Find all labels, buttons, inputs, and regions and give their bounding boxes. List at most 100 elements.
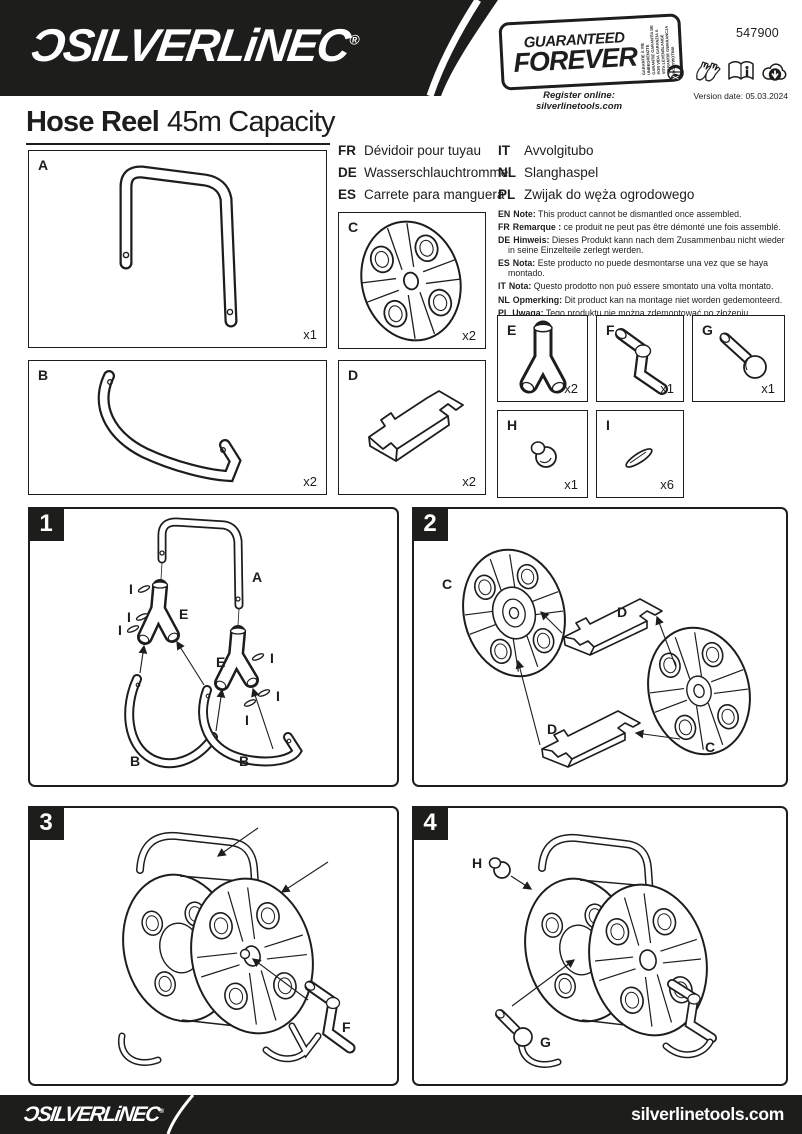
part-qty: x2 bbox=[303, 474, 317, 489]
part-letter: H bbox=[507, 417, 518, 433]
language-column-right: IT Avvolgitubo NL Slanghaspel PL Zwijak do … bbox=[498, 143, 694, 209]
manual-icon bbox=[728, 61, 754, 80]
part-letter: G bbox=[702, 322, 713, 338]
register-online-text: Register online: silverlinetools.com bbox=[535, 90, 623, 112]
part-letter: A bbox=[38, 157, 49, 173]
part-qty: x2 bbox=[462, 328, 476, 343]
lang-text: Dévidoir pour tuyau bbox=[364, 143, 482, 158]
step-number-badge: 4 bbox=[412, 806, 448, 840]
diagram-label-i: I bbox=[270, 650, 274, 666]
version-date: Version date: 05.03.2024 bbox=[693, 91, 788, 101]
footer-black-bar bbox=[0, 1095, 802, 1134]
product-name: Hose Reel bbox=[26, 106, 160, 138]
lang-tag: IT bbox=[498, 143, 510, 158]
step-1-panel: 1 bbox=[28, 507, 399, 787]
step-3-diagram bbox=[117, 827, 356, 1066]
part-letter: F bbox=[606, 322, 615, 338]
diagram-label-a: A bbox=[252, 569, 263, 585]
language-row-it: IT Avvolgitubo bbox=[498, 143, 694, 159]
footer: ƆSILVERLiNEC® silverlinetools.com bbox=[0, 1095, 802, 1134]
ppe-mask-icon bbox=[667, 64, 684, 82]
lang-tag: PL bbox=[498, 187, 516, 202]
registered-mark: ® bbox=[158, 1108, 165, 1115]
footer-brand-logo: ƆSILVERLiNEC® bbox=[22, 1103, 165, 1127]
part-letter: E bbox=[507, 322, 517, 338]
diagram-label-d: D bbox=[617, 604, 628, 620]
badge-line2: FOREVER bbox=[512, 41, 638, 78]
part-qty: x1 bbox=[761, 381, 775, 396]
lang-tag: NL bbox=[498, 165, 516, 180]
language-row-nl: NL Slanghaspel bbox=[498, 165, 694, 181]
step-3-panel: 3 bbox=[28, 806, 399, 1086]
header-black-banner bbox=[0, 0, 498, 96]
language-row-pl: PL Zwijak do węża ogrodowego bbox=[498, 187, 694, 203]
guarantee-block: GUARANTEED FOREVER GARANTIE À VIE UNBEGR… bbox=[498, 13, 684, 112]
product-code: 547900 bbox=[736, 26, 779, 40]
part-letter: B bbox=[38, 367, 49, 383]
footer-website: silverlinetools.com bbox=[631, 1104, 784, 1124]
diagram-label-h: H bbox=[472, 855, 483, 871]
step-number-badge: 3 bbox=[28, 806, 64, 840]
part-box-c: C x2 bbox=[338, 212, 486, 349]
lang-text: Avvolgitubo bbox=[524, 143, 594, 158]
diagram-label-f: F bbox=[342, 1019, 351, 1035]
part-box-i: I x6 bbox=[596, 410, 684, 498]
diagram-label-i: I bbox=[127, 609, 131, 625]
brand-logo-text: SILVERLiNE bbox=[60, 19, 321, 71]
part-letter: I bbox=[606, 417, 610, 433]
part-h-drawing bbox=[530, 441, 557, 468]
step-2-diagram bbox=[462, 548, 751, 768]
diagram-label-i: I bbox=[129, 581, 133, 597]
brand-logo: ƆSILVERLiNEC® bbox=[28, 18, 363, 72]
diagram-label-e: E bbox=[179, 606, 189, 622]
part-qty: x2 bbox=[462, 474, 476, 489]
part-letter: D bbox=[348, 367, 359, 383]
part-f-drawing bbox=[615, 328, 668, 395]
lang-tag: FR bbox=[338, 143, 356, 158]
header: ƆSILVERLiNEC® bbox=[0, 0, 802, 96]
part-i-drawing bbox=[625, 448, 653, 468]
step-number-badge: 1 bbox=[28, 507, 64, 541]
diagram-label-d: D bbox=[547, 721, 558, 737]
part-box-a: A x1 bbox=[28, 150, 327, 348]
part-e-drawing bbox=[519, 320, 567, 394]
lang-text: Slanghaspel bbox=[524, 165, 599, 180]
part-box-e: E x2 bbox=[497, 315, 588, 402]
product-capacity: 45m Capacity bbox=[167, 106, 336, 138]
lang-tag: DE bbox=[338, 165, 357, 180]
diagram-label-c: C bbox=[705, 739, 716, 755]
step-1-diagram bbox=[124, 517, 303, 769]
diagram-label-c: C bbox=[442, 576, 453, 592]
step-2-panel: 2 bbox=[412, 507, 788, 787]
diagram-label-g: G bbox=[540, 1034, 551, 1050]
language-row-fr: FR Dévidoir pour tuyau bbox=[338, 143, 511, 159]
part-qty: x1 bbox=[564, 477, 578, 492]
part-g-drawing bbox=[719, 332, 767, 379]
safety-icon-row bbox=[662, 58, 789, 85]
download-icon bbox=[762, 63, 787, 81]
step-4-diagram bbox=[488, 833, 717, 1068]
registered-mark: ® bbox=[348, 32, 361, 48]
part-box-b: B x2 bbox=[28, 360, 327, 495]
lang-text: Zwijak do węża ogrodowego bbox=[524, 187, 695, 202]
part-qty: x1 bbox=[303, 327, 317, 342]
part-c-drawing bbox=[360, 220, 462, 342]
step-4-panel: 4 bbox=[412, 806, 788, 1086]
part-letter: C bbox=[348, 219, 359, 235]
lang-tag: ES bbox=[338, 187, 357, 202]
footer-logo-text: SILVERLiNE bbox=[36, 1103, 147, 1126]
part-box-h: H x1 bbox=[497, 410, 588, 498]
diagram-label-b: B bbox=[130, 753, 141, 769]
